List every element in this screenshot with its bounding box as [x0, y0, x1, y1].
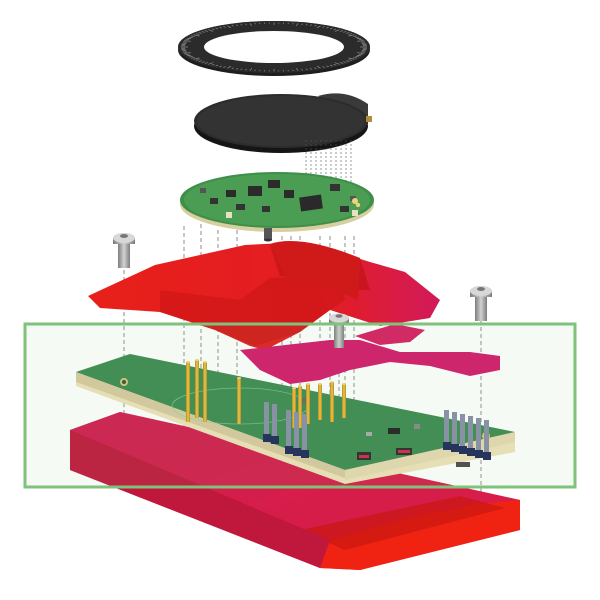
- header-pin: [452, 412, 457, 452]
- header-pin: [476, 418, 481, 458]
- bezel-ring: [178, 21, 370, 76]
- pin-tip: [298, 385, 302, 387]
- header-pin: [302, 414, 307, 458]
- header-base: [459, 446, 467, 454]
- header-pin: [286, 410, 291, 454]
- pin: [292, 388, 296, 428]
- header-base: [285, 446, 293, 454]
- header-base: [293, 448, 301, 456]
- pin: [237, 378, 241, 424]
- bottom-case: [70, 412, 520, 570]
- round-pcb-standoff: [264, 228, 272, 242]
- pin-tip: [292, 387, 296, 389]
- upper-bracket: [88, 241, 500, 384]
- round-pcb: [180, 172, 374, 232]
- screw: [329, 313, 349, 348]
- pin: [306, 384, 310, 424]
- header-base: [271, 436, 279, 444]
- header-pin: [484, 420, 489, 460]
- header-pin: [264, 402, 269, 442]
- header-connectors: [263, 402, 491, 460]
- header-base: [483, 452, 491, 460]
- pin: [318, 384, 322, 420]
- gold-pins: [186, 359, 346, 428]
- header-base: [475, 450, 483, 458]
- pin-tip: [237, 377, 241, 379]
- screw: [113, 233, 135, 268]
- header-pin: [294, 412, 299, 456]
- pin-tip: [186, 361, 190, 363]
- header-base: [301, 450, 309, 458]
- pin: [186, 362, 190, 422]
- screw: [470, 286, 492, 321]
- pin: [298, 386, 302, 428]
- header-base: [467, 448, 475, 456]
- pin-tip: [195, 359, 199, 361]
- header-base: [263, 434, 271, 442]
- pin: [330, 382, 334, 422]
- pin: [203, 362, 207, 422]
- pin-tip: [203, 361, 207, 363]
- header-base: [443, 442, 451, 450]
- round-display: [194, 93, 372, 153]
- pin: [342, 384, 346, 418]
- header-pin: [272, 404, 277, 444]
- highlight-box: [23, 322, 577, 489]
- flex-cable-lines: [305, 140, 352, 192]
- header-pin: [460, 414, 465, 454]
- header-pin: [444, 410, 449, 450]
- pin-tip: [318, 383, 322, 385]
- header-base: [451, 444, 459, 452]
- header-pin: [468, 416, 473, 456]
- pin-tip: [330, 381, 334, 383]
- pin: [195, 360, 199, 418]
- pin-tip: [306, 383, 310, 385]
- pin-tip: [342, 383, 346, 385]
